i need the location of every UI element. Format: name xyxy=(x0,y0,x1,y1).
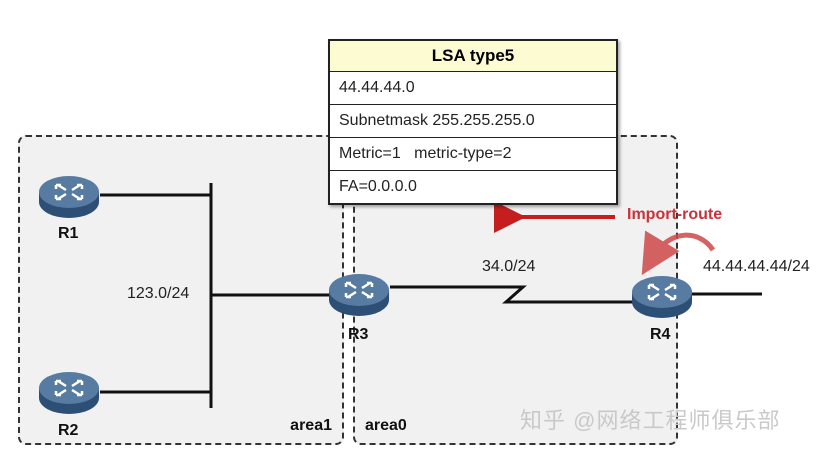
area0-label: area0 xyxy=(365,417,407,434)
lan-network-label: 123.0/24 xyxy=(127,285,190,302)
router-r2-label: R2 xyxy=(58,422,79,439)
lsa-row-fa: FA=0.0.0.0 xyxy=(339,178,417,195)
router-r3-icon[interactable] xyxy=(328,272,390,318)
redistribute-arc xyxy=(641,230,716,276)
lsa-type5-box: LSA type5 44.44.44.0 Subnetmask 255.255.… xyxy=(328,39,618,205)
lsa-title: LSA type5 xyxy=(330,41,616,72)
lsa-row-mask: Subnetmask 255.255.255.0 xyxy=(330,105,616,138)
area1-label: area1 xyxy=(290,417,332,434)
router-r1-label: R1 xyxy=(58,225,79,242)
external-network-label: 44.44.44.44/24 xyxy=(703,258,810,275)
lan-bus xyxy=(100,183,335,408)
serial-link xyxy=(390,285,640,304)
router-r2-icon[interactable] xyxy=(38,370,100,416)
import-route-label: Import-route xyxy=(627,206,723,223)
lsa-row-network: 44.44.44.0 xyxy=(330,72,616,105)
router-r4-icon[interactable] xyxy=(631,274,693,320)
router-r4-label: R4 xyxy=(650,326,671,343)
lsa-row-metric: Metric=1 metric-type=2 xyxy=(330,138,616,171)
serial-network-label: 34.0/24 xyxy=(482,258,536,275)
router-r3-label: R3 xyxy=(348,326,369,343)
watermark: 知乎 @网络工程师俱乐部 xyxy=(520,408,781,433)
router-r1-icon[interactable] xyxy=(38,174,100,220)
